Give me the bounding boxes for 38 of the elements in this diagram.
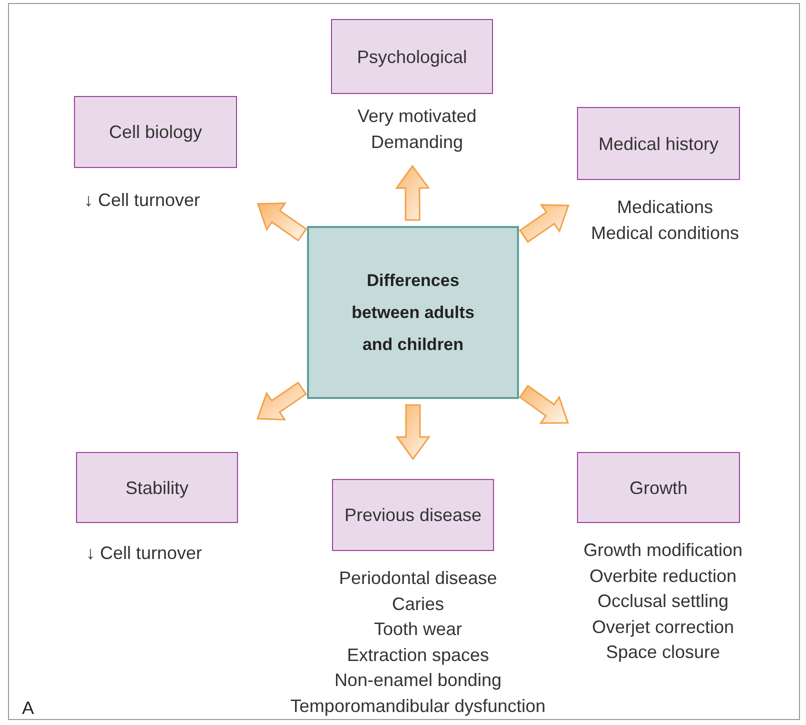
note-text: Very motivated <box>356 105 477 128</box>
central-box <box>307 226 519 399</box>
category-box <box>74 96 237 168</box>
note-text: Overjet correction <box>590 616 734 639</box>
category-box <box>76 452 238 523</box>
box-title: Previous disease <box>343 504 483 527</box>
note-text: Medications <box>616 196 714 219</box>
block-arrow <box>396 404 430 460</box>
note-text: ↓ Cell turnover <box>85 542 202 565</box>
box-title: Medical history <box>597 132 720 156</box>
category-box <box>332 479 494 551</box>
note-text: Caries <box>390 592 444 616</box>
box-title: Cell biology <box>108 121 204 144</box>
category-box <box>331 19 493 94</box>
note-text: Growth modification <box>582 539 743 562</box>
panel-letter: A <box>22 697 34 720</box>
note-text: Space closure <box>604 641 720 664</box>
block-arrow <box>518 204 570 243</box>
block-arrow <box>395 164 430 221</box>
note-text: Non-enamel bonding <box>333 669 502 692</box>
note-text: Temporomandibular dysfunction <box>289 694 546 718</box>
note-text: Tooth wear <box>372 618 462 642</box>
category-box <box>577 452 740 523</box>
category-box <box>577 107 740 180</box>
note-text: Overbite reduction <box>588 564 737 588</box>
block-arrow <box>256 202 308 242</box>
block-arrow <box>256 382 308 420</box>
note-text: Demanding <box>370 130 464 154</box>
box-title: Psychological <box>356 46 468 69</box>
box-title: Stability <box>124 476 190 500</box>
note-text: Medical conditions <box>590 222 740 245</box>
block-arrow <box>518 384 569 424</box>
note-text: Extraction spaces <box>346 644 490 667</box>
box-title: Growth <box>628 476 689 500</box>
box-title: Differences between adults and children <box>350 270 476 356</box>
note-text: Periodontal disease <box>338 567 498 590</box>
note-text: ↓ Cell turnover <box>83 189 200 212</box>
note-text: Occlusal settling <box>596 590 729 614</box>
